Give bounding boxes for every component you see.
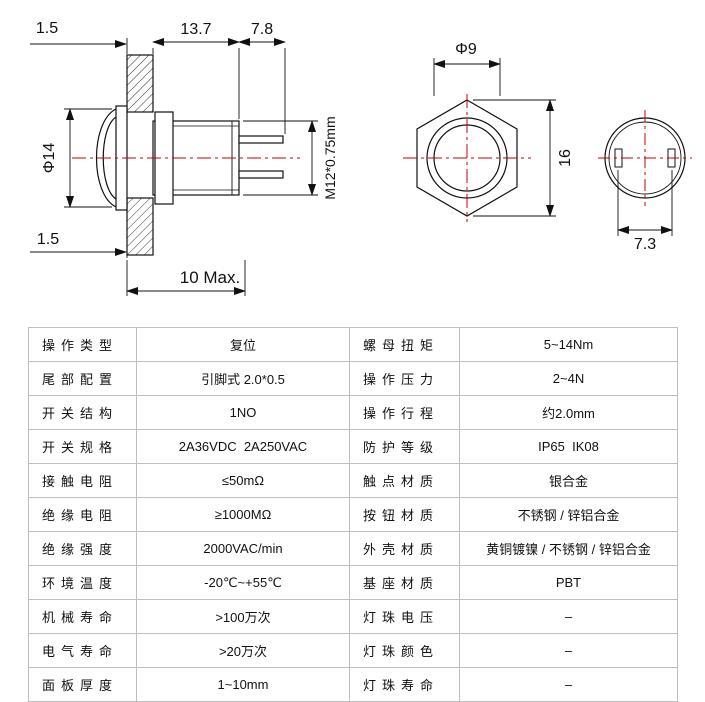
datasheet: 1.5 13.7 7.8 Φ14 M12*0.75mm 1.5 10 Max. xyxy=(28,20,692,702)
spec-label-cell: 触点材质 xyxy=(349,463,460,498)
spec-value-cell: -20℃~+55℃ xyxy=(136,565,350,600)
spec-value-cell: 1NO xyxy=(136,395,350,430)
spec-label-cell: 操作行程 xyxy=(349,395,460,430)
spec-label-cell: 开关结构 xyxy=(28,395,137,430)
dim-panel-bottom-label: 1.5 xyxy=(37,231,59,248)
spec-value-cell: – xyxy=(459,633,678,668)
table-row: 操作类型 复位 螺母扭矩 5~14Nm xyxy=(28,327,678,362)
table-row: 电气寿命 >20万次 灯珠颜色 – xyxy=(28,633,678,668)
table-row: 开关结构 1NO 操作行程 约2.0mm xyxy=(28,395,678,430)
table-row: 接触电阻 ≤50mΩ 触点材质 银合金 xyxy=(28,463,678,498)
spec-value-cell: IP65 IK08 xyxy=(459,429,678,464)
spec-label-cell: 外壳材质 xyxy=(349,531,460,566)
dim-button-diameter-label: Φ9 xyxy=(455,41,477,58)
spec-value-cell: ≤50mΩ xyxy=(136,463,350,498)
table-row: 绝缘电阻 ≥1000MΩ 按钮材质 不锈钢 / 锌铝合金 xyxy=(28,497,678,532)
terminal-pin-top xyxy=(238,135,284,144)
spec-value-cell: 2~4N xyxy=(459,361,678,396)
table-row: 环境温度 -20℃~+55℃ 基座材质 PBT xyxy=(28,565,678,600)
spec-value-cell: 黄铜镀镍 / 不锈钢 / 锌铝合金 xyxy=(459,531,678,566)
dim-across-corners-label: 16 xyxy=(557,149,574,167)
spec-label-cell: 按钮材质 xyxy=(349,497,460,532)
table-row: 尾部配置 引脚式 2.0*0.5 操作压力 2~4N xyxy=(28,361,678,396)
spec-label-cell: 灯珠颜色 xyxy=(349,633,460,668)
front-view: Φ9 16 xyxy=(403,41,574,222)
spec-value-cell: >100万次 xyxy=(136,599,350,634)
spec-value-cell: 2000VAC/min xyxy=(136,531,350,566)
spec-label-cell: 灯珠寿命 xyxy=(349,667,460,702)
spec-label-cell: 接触电阻 xyxy=(28,463,137,498)
spec-value-cell: 约2.0mm xyxy=(459,395,678,430)
table-row: 绝缘强度 2000VAC/min 外壳材质 黄铜镀镍 / 不锈钢 / 锌铝合金 xyxy=(28,531,678,566)
technical-drawing: 1.5 13.7 7.8 Φ14 M12*0.75mm 1.5 10 Max. xyxy=(30,20,692,296)
spec-label-cell: 电气寿命 xyxy=(28,633,137,668)
dim-max-panel-label: 10 Max. xyxy=(180,268,240,287)
spec-label-cell: 绝缘强度 xyxy=(28,531,137,566)
spec-value-cell: 银合金 xyxy=(459,463,678,498)
spec-value-cell: – xyxy=(459,667,678,702)
table-row: 机械寿命 >100万次 灯珠电压 – xyxy=(28,599,678,634)
spec-value-cell: 2A36VDC 2A250VAC xyxy=(136,429,350,464)
spec-value-cell: 引脚式 2.0*0.5 xyxy=(136,361,350,396)
spec-table: 操作类型 复位 螺母扭矩 5~14Nm 尾部配置 引脚式 2.0*0.5 操作压… xyxy=(28,327,678,702)
spec-label-cell: 灯珠电压 xyxy=(349,599,460,634)
spec-value-cell: 复位 xyxy=(136,327,350,362)
spec-label-cell: 螺母扭矩 xyxy=(349,327,460,362)
spec-value-cell: 5~14Nm xyxy=(459,327,678,362)
table-row: 开关规格 2A36VDC 2A250VAC 防护等级 IP65 IK08 xyxy=(28,429,678,464)
spec-label-cell: 开关规格 xyxy=(28,429,137,464)
spec-value-cell: 不锈钢 / 锌铝合金 xyxy=(459,497,678,532)
spec-label-cell: 基座材质 xyxy=(349,565,460,600)
spec-value-cell: – xyxy=(459,599,678,634)
spec-label-cell: 操作类型 xyxy=(28,327,137,362)
spec-value-cell: 1~10mm xyxy=(136,667,350,702)
dim-body-length-label: 13.7 xyxy=(180,21,211,38)
dim-pin-spacing-label: 7.3 xyxy=(634,236,656,253)
dim-head-diameter-label: Φ14 xyxy=(41,143,58,174)
spec-label-cell: 防护等级 xyxy=(349,429,460,464)
table-row: 面板厚度 1~10mm 灯珠寿命 – xyxy=(28,667,678,702)
terminal-pin-bottom xyxy=(238,170,284,179)
panel-hatch-bottom xyxy=(126,197,154,256)
spec-label-cell: 环境温度 xyxy=(28,565,137,600)
spec-label-cell: 机械寿命 xyxy=(28,599,137,634)
spec-label-cell: 操作压力 xyxy=(349,361,460,396)
spec-label-cell: 尾部配置 xyxy=(28,361,137,396)
spec-value-cell: >20万次 xyxy=(136,633,350,668)
spec-label-cell: 面板厚度 xyxy=(28,667,137,702)
dim-pin-length-label: 7.8 xyxy=(251,21,273,38)
spec-value-cell: PBT xyxy=(459,565,678,600)
side-view: 1.5 13.7 7.8 Φ14 M12*0.75mm 1.5 10 Max. xyxy=(30,20,338,296)
panel-hatch-top xyxy=(126,54,154,113)
spec-value-cell: ≥1000MΩ xyxy=(136,497,350,532)
dim-panel-top-label: 1.5 xyxy=(36,20,58,37)
rear-view: 7.3 xyxy=(598,110,692,253)
dim-thread-label: M12*0.75mm xyxy=(322,116,338,199)
spec-label-cell: 绝缘电阻 xyxy=(28,497,137,532)
